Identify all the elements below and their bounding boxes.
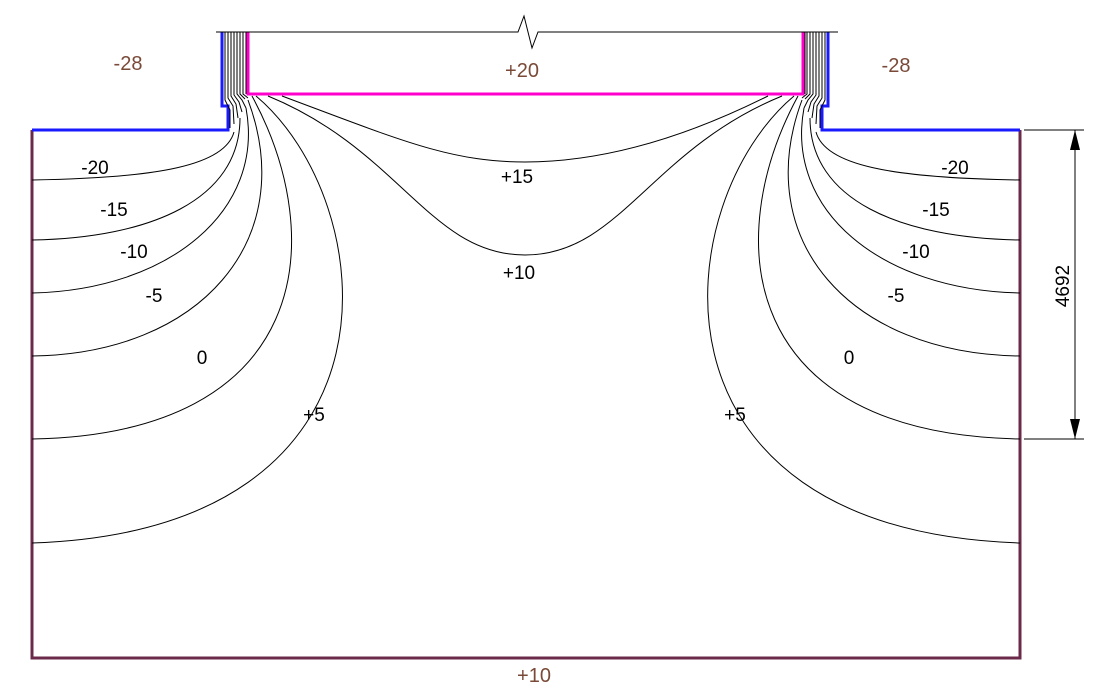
isotherm-label-right: -10	[902, 242, 929, 263]
indoor-temp: +20	[505, 60, 539, 82]
isotherm-right-minus15	[809, 117, 1021, 241]
isotherm-label-left: +5	[303, 405, 325, 426]
isotherm-label-left: -15	[100, 200, 127, 221]
wall-left-layers	[224, 32, 249, 128]
isotherm-label-center: +15	[501, 167, 533, 188]
outside-surface-right	[820, 32, 1020, 132]
isotherm-left-plus5	[31, 95, 343, 544]
isotherm-right-0	[758, 95, 1021, 440]
isotherm-right-plus5	[707, 95, 1021, 544]
ground-boundary	[30, 130, 1022, 660]
isotherm-center-plus10	[267, 95, 783, 256]
isotherm-label-left: -20	[81, 158, 108, 179]
isotherm-right-minus5	[787, 99, 1021, 357]
isotherm-left-minus20	[31, 131, 235, 181]
outside-temp-right: -28	[882, 55, 911, 77]
dimension-label: 4692	[1053, 265, 1074, 307]
isotherm-label-left: -5	[146, 286, 163, 307]
outside-temp-left: -28	[114, 53, 143, 75]
isotherm-label-center: +10	[503, 263, 535, 284]
isotherm-label-right: -20	[941, 158, 968, 179]
isotherm-right-minus10	[801, 107, 1021, 294]
isotherm-label-left: -10	[120, 242, 147, 263]
isotherm-left-minus10	[31, 107, 249, 294]
isotherm-label-right: -5	[888, 286, 905, 307]
isotherms-left	[31, 95, 343, 544]
isotherm-left-minus5	[31, 99, 263, 357]
section-break-line	[216, 14, 838, 50]
isotherm-right-minus20	[815, 131, 1021, 181]
isotherms-right	[707, 95, 1021, 544]
isotherm-label-right: +5	[724, 405, 746, 426]
isotherm-label-right: 0	[844, 348, 855, 369]
isotherm-label-left: 0	[197, 348, 208, 369]
isotherm-left-minus15	[31, 117, 241, 241]
isotherm-left-0	[31, 95, 293, 440]
isotherms-center	[267, 95, 783, 256]
outside-surface-left	[32, 32, 230, 132]
wall-right-layers	[801, 32, 826, 128]
indoor-surface	[246, 32, 805, 96]
isotherm-center-plus15	[281, 95, 769, 163]
isotherm-label-right: -15	[922, 200, 949, 221]
ground-temp: +10	[517, 665, 551, 687]
dimension-depth: 4692	[1024, 129, 1084, 440]
